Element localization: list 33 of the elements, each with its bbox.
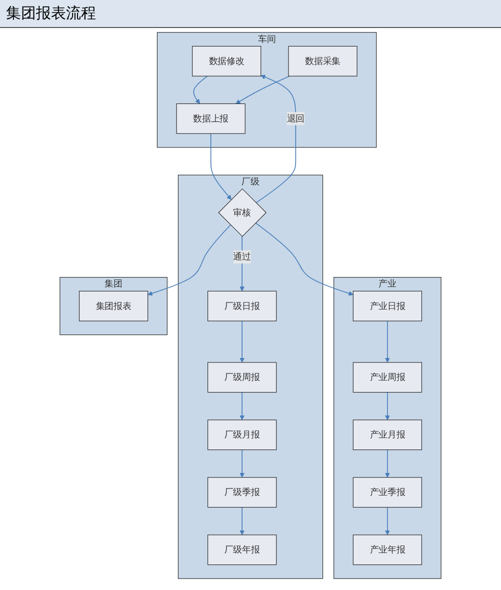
diagram-title: 集团报表流程 (0, 0, 501, 28)
edge-label: 退回 (286, 113, 305, 124)
arrow (240, 506, 244, 536)
arrow (240, 449, 244, 478)
node-box: 数据上报 (176, 103, 246, 134)
node-box: 厂级周报 (208, 362, 277, 393)
arrow (255, 222, 354, 296)
arrow (240, 392, 244, 420)
arrow (236, 76, 290, 104)
edge-label: 通过 (233, 251, 251, 262)
arrow (210, 133, 232, 200)
node-box: 数据修改 (192, 46, 262, 76)
node-box: 产业日报 (352, 290, 422, 322)
node-box: 产业年报 (352, 534, 422, 566)
arrow (385, 449, 390, 478)
arrow (240, 320, 244, 363)
node-box: 数据采集 (288, 46, 358, 76)
node-box: 产业季报 (352, 477, 422, 508)
node-diamond: 审核 (218, 188, 266, 237)
node-box: 产业月报 (352, 420, 422, 450)
arrow (385, 392, 390, 420)
arrow (385, 506, 390, 536)
node-box: 厂级日报 (208, 290, 277, 322)
node-box: 厂级月报 (208, 420, 277, 450)
node-box: 厂级年报 (208, 534, 277, 566)
node-box: 集团报表 (79, 290, 148, 322)
arrow (385, 320, 390, 363)
arrow (193, 76, 208, 104)
arrow (240, 236, 244, 292)
node-box: 厂级季报 (208, 477, 277, 508)
arrow (148, 224, 231, 296)
arrow (256, 74, 296, 204)
node-box: 产业周报 (352, 362, 422, 393)
